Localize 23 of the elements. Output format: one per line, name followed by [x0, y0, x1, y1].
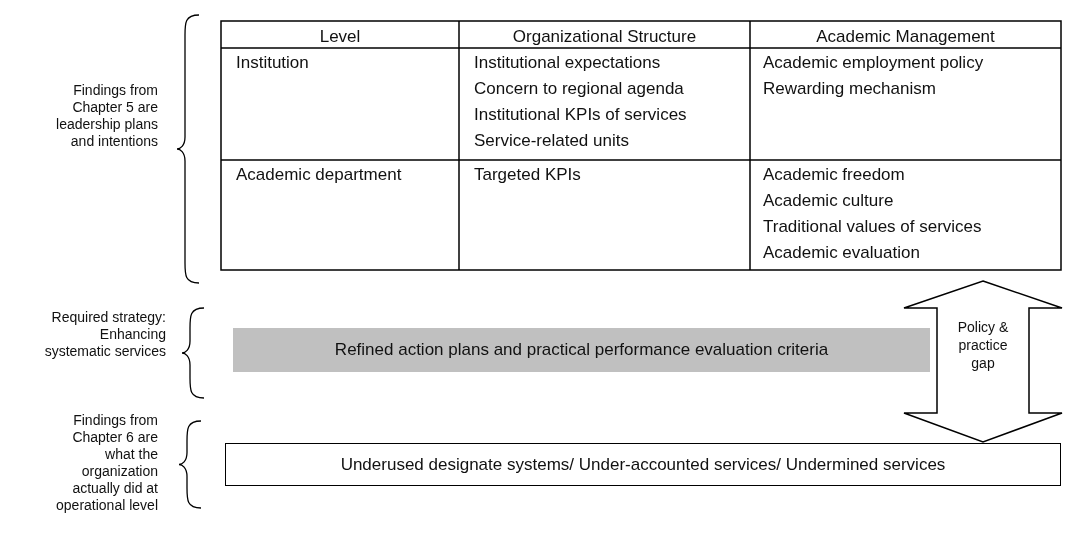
- list-item: Institutional KPIs of services: [474, 104, 687, 126]
- list-item: Concern to regional agenda: [474, 78, 684, 100]
- column-heading: Level: [319, 26, 361, 48]
- edge-label: Policy & practice gap: [956, 318, 1010, 372]
- list-item: Academic evaluation: [763, 242, 920, 264]
- list-item: Targeted KPIs: [474, 164, 581, 186]
- list-item: Academic culture: [763, 190, 894, 212]
- list-item: Rewarding mechanism: [763, 78, 936, 100]
- findings-box: Underused designate systems/ Under-accounted services/ Undermined services: [225, 443, 1061, 486]
- list-item: Traditional values of services: [763, 216, 982, 238]
- list-item: Service-related units: [474, 130, 629, 152]
- column-heading: Organizational Structure: [512, 26, 697, 48]
- brace-note: Required strategy: Enhancing systematic services: [43, 309, 166, 360]
- row-heading: Institution: [236, 52, 309, 74]
- list-item: Academic freedom: [763, 164, 905, 186]
- list-item: Academic employment policy: [763, 52, 984, 74]
- column-heading: Academic Management: [816, 26, 995, 48]
- double-headed-arrow: [903, 280, 1063, 443]
- row-heading: Academic department: [236, 164, 402, 186]
- strategy-box: Refined action plans and practical performance evaluation criteria: [233, 328, 930, 372]
- list-item: Institutional expectations: [474, 52, 661, 74]
- brace-note: Findings from Chapter 6 are what the organization actually did at operational level: [55, 412, 158, 514]
- brace-note: Findings from Chapter 5 are leadership plans and intentions: [55, 82, 158, 150]
